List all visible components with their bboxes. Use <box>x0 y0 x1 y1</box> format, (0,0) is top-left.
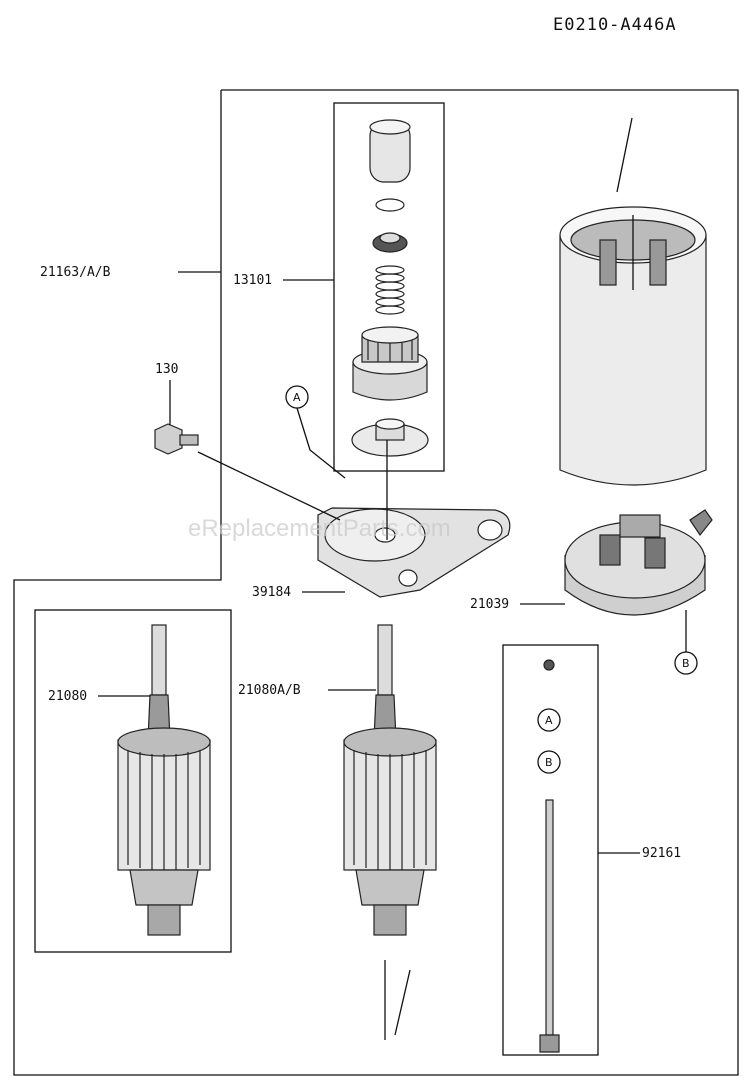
marker-b-brush: B <box>674 651 698 675</box>
bracket-part <box>317 440 511 598</box>
svg-text:130: 130 <box>155 362 178 377</box>
callout-39184: 39184 <box>252 585 345 600</box>
marker-a-bolt: A <box>537 708 561 732</box>
svg-text:21080: 21080 <box>48 689 87 704</box>
bolt-130-part <box>154 423 341 521</box>
svg-text:21039: 21039 <box>470 597 509 612</box>
armature-kit-box <box>34 609 232 953</box>
svg-text:39184: 39184 <box>252 585 291 600</box>
through-bolt-part <box>539 659 560 1053</box>
svg-text:21080A/B: 21080A/B <box>238 683 301 698</box>
svg-text:A: A <box>545 714 553 727</box>
armature-21080ab-part <box>343 624 437 1040</box>
armature-21080-part <box>117 624 211 936</box>
through-bolt-kit-box <box>502 644 599 1056</box>
svg-text:B: B <box>682 657 690 670</box>
callout-21080ab: 21080A/B <box>238 683 376 698</box>
callout-92161: 92161 <box>598 846 681 861</box>
diagram-code: E0210-A446A <box>553 15 677 35</box>
callout-21039: 21039 <box>470 597 565 612</box>
svg-text:21163/A/B: 21163/A/B <box>40 265 111 280</box>
brush-holder-part <box>564 509 713 652</box>
marker-b-bolt: B <box>537 750 561 774</box>
pinion-kit-box <box>333 102 445 472</box>
callout-130: 130 <box>155 362 178 425</box>
svg-text:B: B <box>545 756 553 769</box>
svg-text:13101: 13101 <box>233 273 272 288</box>
callout-13101: 13101 <box>233 273 334 288</box>
callout-21163: 21163/A/B <box>40 265 221 280</box>
marker-a-bracket: A <box>285 385 346 479</box>
assembly-outline <box>13 89 739 1076</box>
callout-21080: 21080 <box>48 689 150 704</box>
svg-text:A: A <box>293 391 301 404</box>
watermark: eReplacementParts.com <box>188 515 451 542</box>
yoke-housing <box>559 117 707 486</box>
pinion-parts <box>351 119 429 457</box>
svg-text:92161: 92161 <box>642 846 681 861</box>
